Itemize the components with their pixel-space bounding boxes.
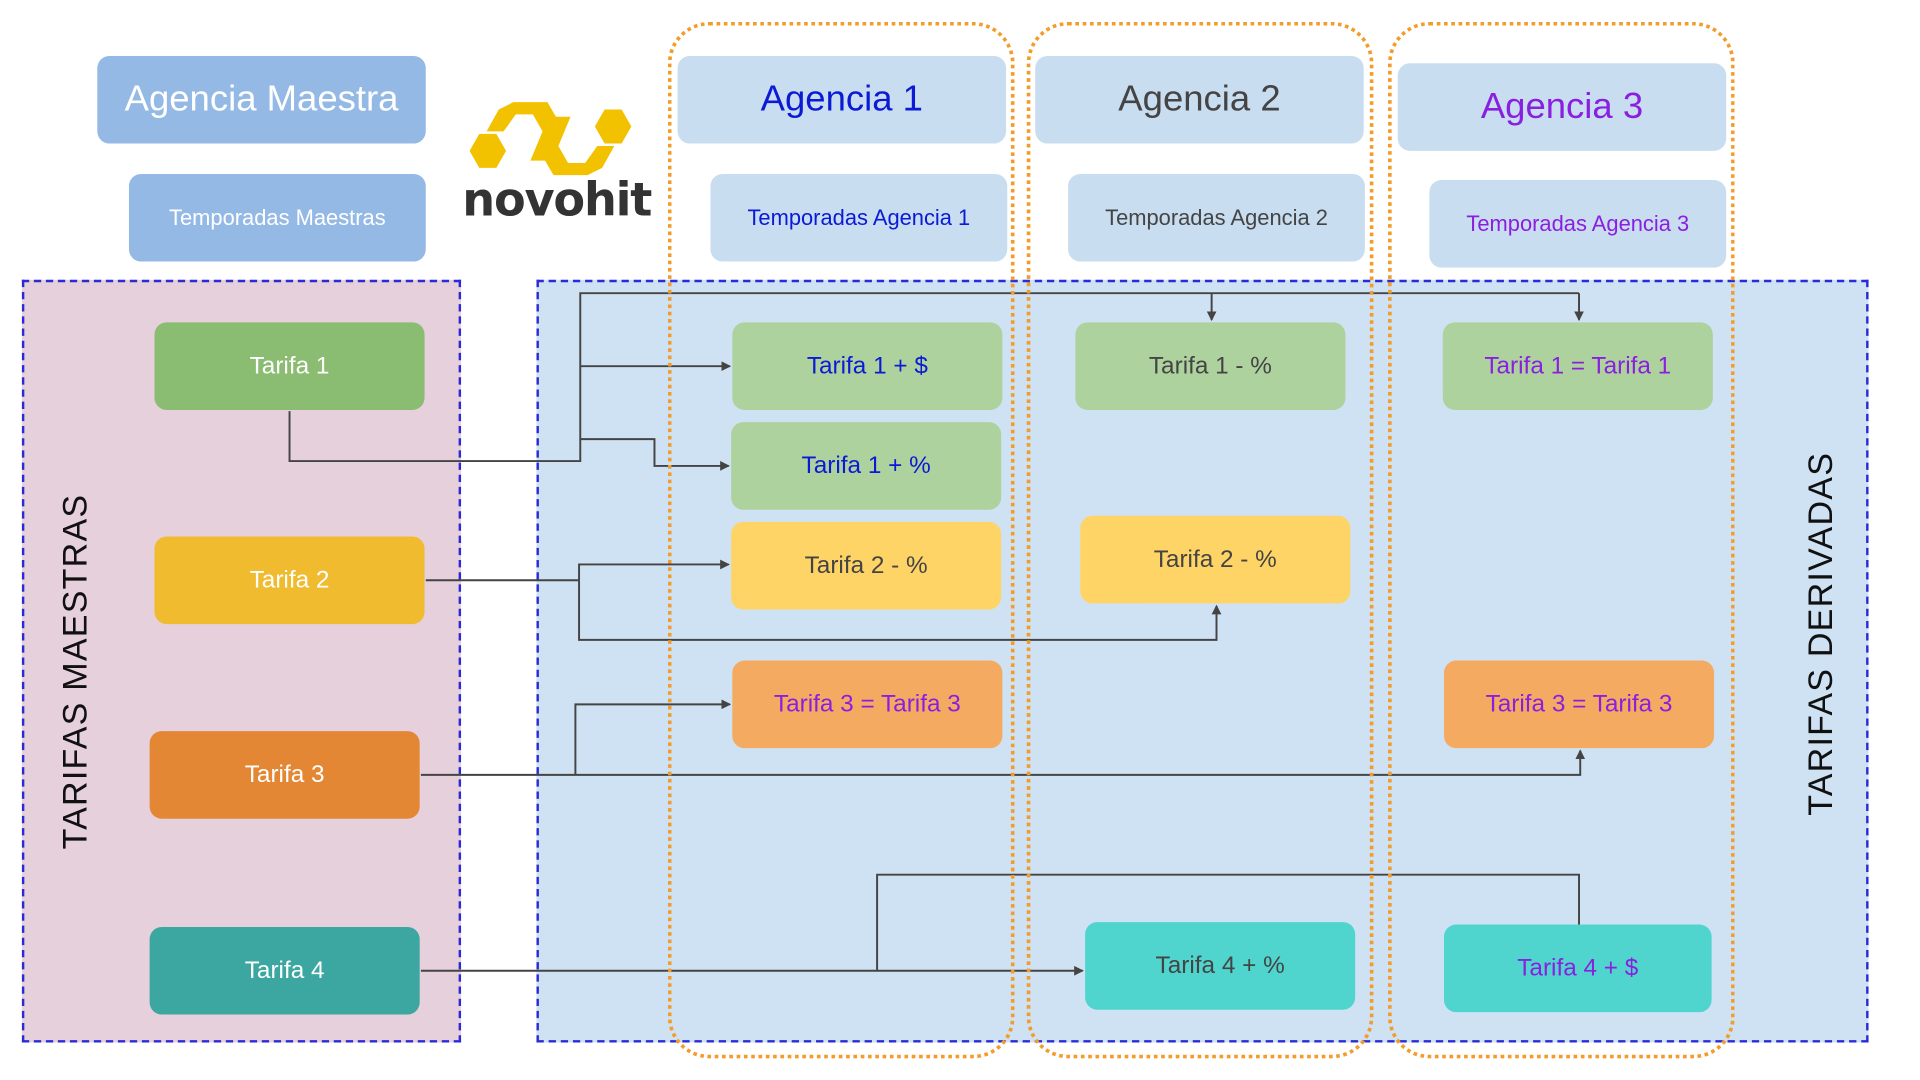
agency-1-rate-tarifa2-minus-percent: Tarifa 2 - % xyxy=(731,521,1002,610)
master-agency-header: Agencia Maestra xyxy=(97,55,426,144)
master-rate-1: Tarifa 1 xyxy=(154,322,425,410)
agency-1-rate-tarifa3-equal: Tarifa 3 = Tarifa 3 xyxy=(732,660,1003,749)
agency-1-header: Agencia 1 xyxy=(677,55,1007,144)
master-rate-3: Tarifa 3 xyxy=(149,731,420,819)
agency-2-rate-tarifa1-minus-percent: Tarifa 1 - % xyxy=(1075,322,1346,410)
agency-2-rate-tarifa2-minus-percent: Tarifa 2 - % xyxy=(1080,515,1351,604)
agency-3-rate-tarifa3-equal: Tarifa 3 = Tarifa 3 xyxy=(1443,660,1715,749)
novohit-logo: novohit xyxy=(462,100,652,227)
derived-rates-label: TARIFAS DERIVADAS xyxy=(1801,451,1840,816)
master-rate-4: Tarifa 4 xyxy=(149,926,420,1015)
master-seasons: Temporadas Maestras xyxy=(128,173,426,262)
agency-2-seasons: Temporadas Agencia 2 xyxy=(1068,173,1365,262)
agency-2-header: Agencia 2 xyxy=(1035,55,1364,144)
agency-1-rate-tarifa1-plus-percent: Tarifa 1 + % xyxy=(731,422,1002,510)
master-rates-label: TARIFAS MAESTRAS xyxy=(55,493,94,850)
agency-1-rate-tarifa1-plus-amount: Tarifa 1 + $ xyxy=(732,322,1003,410)
agency-3-seasons: Temporadas Agencia 3 xyxy=(1429,180,1727,268)
agency-1-seasons: Temporadas Agencia 1 xyxy=(710,173,1008,262)
agency-3-rate-tarifa4-plus-amount: Tarifa 4 + $ xyxy=(1443,924,1712,1013)
agency-3-rate-tarifa1-equal: Tarifa 1 = Tarifa 1 xyxy=(1442,322,1713,410)
master-rate-2: Tarifa 2 xyxy=(154,536,425,625)
novohit-logo-icon xyxy=(469,102,632,176)
novohit-wordmark: novohit xyxy=(462,172,652,227)
agency-2-rate-tarifa4-plus-percent: Tarifa 4 + % xyxy=(1085,922,1356,1010)
agency-3-header: Agencia 3 xyxy=(1397,63,1727,151)
